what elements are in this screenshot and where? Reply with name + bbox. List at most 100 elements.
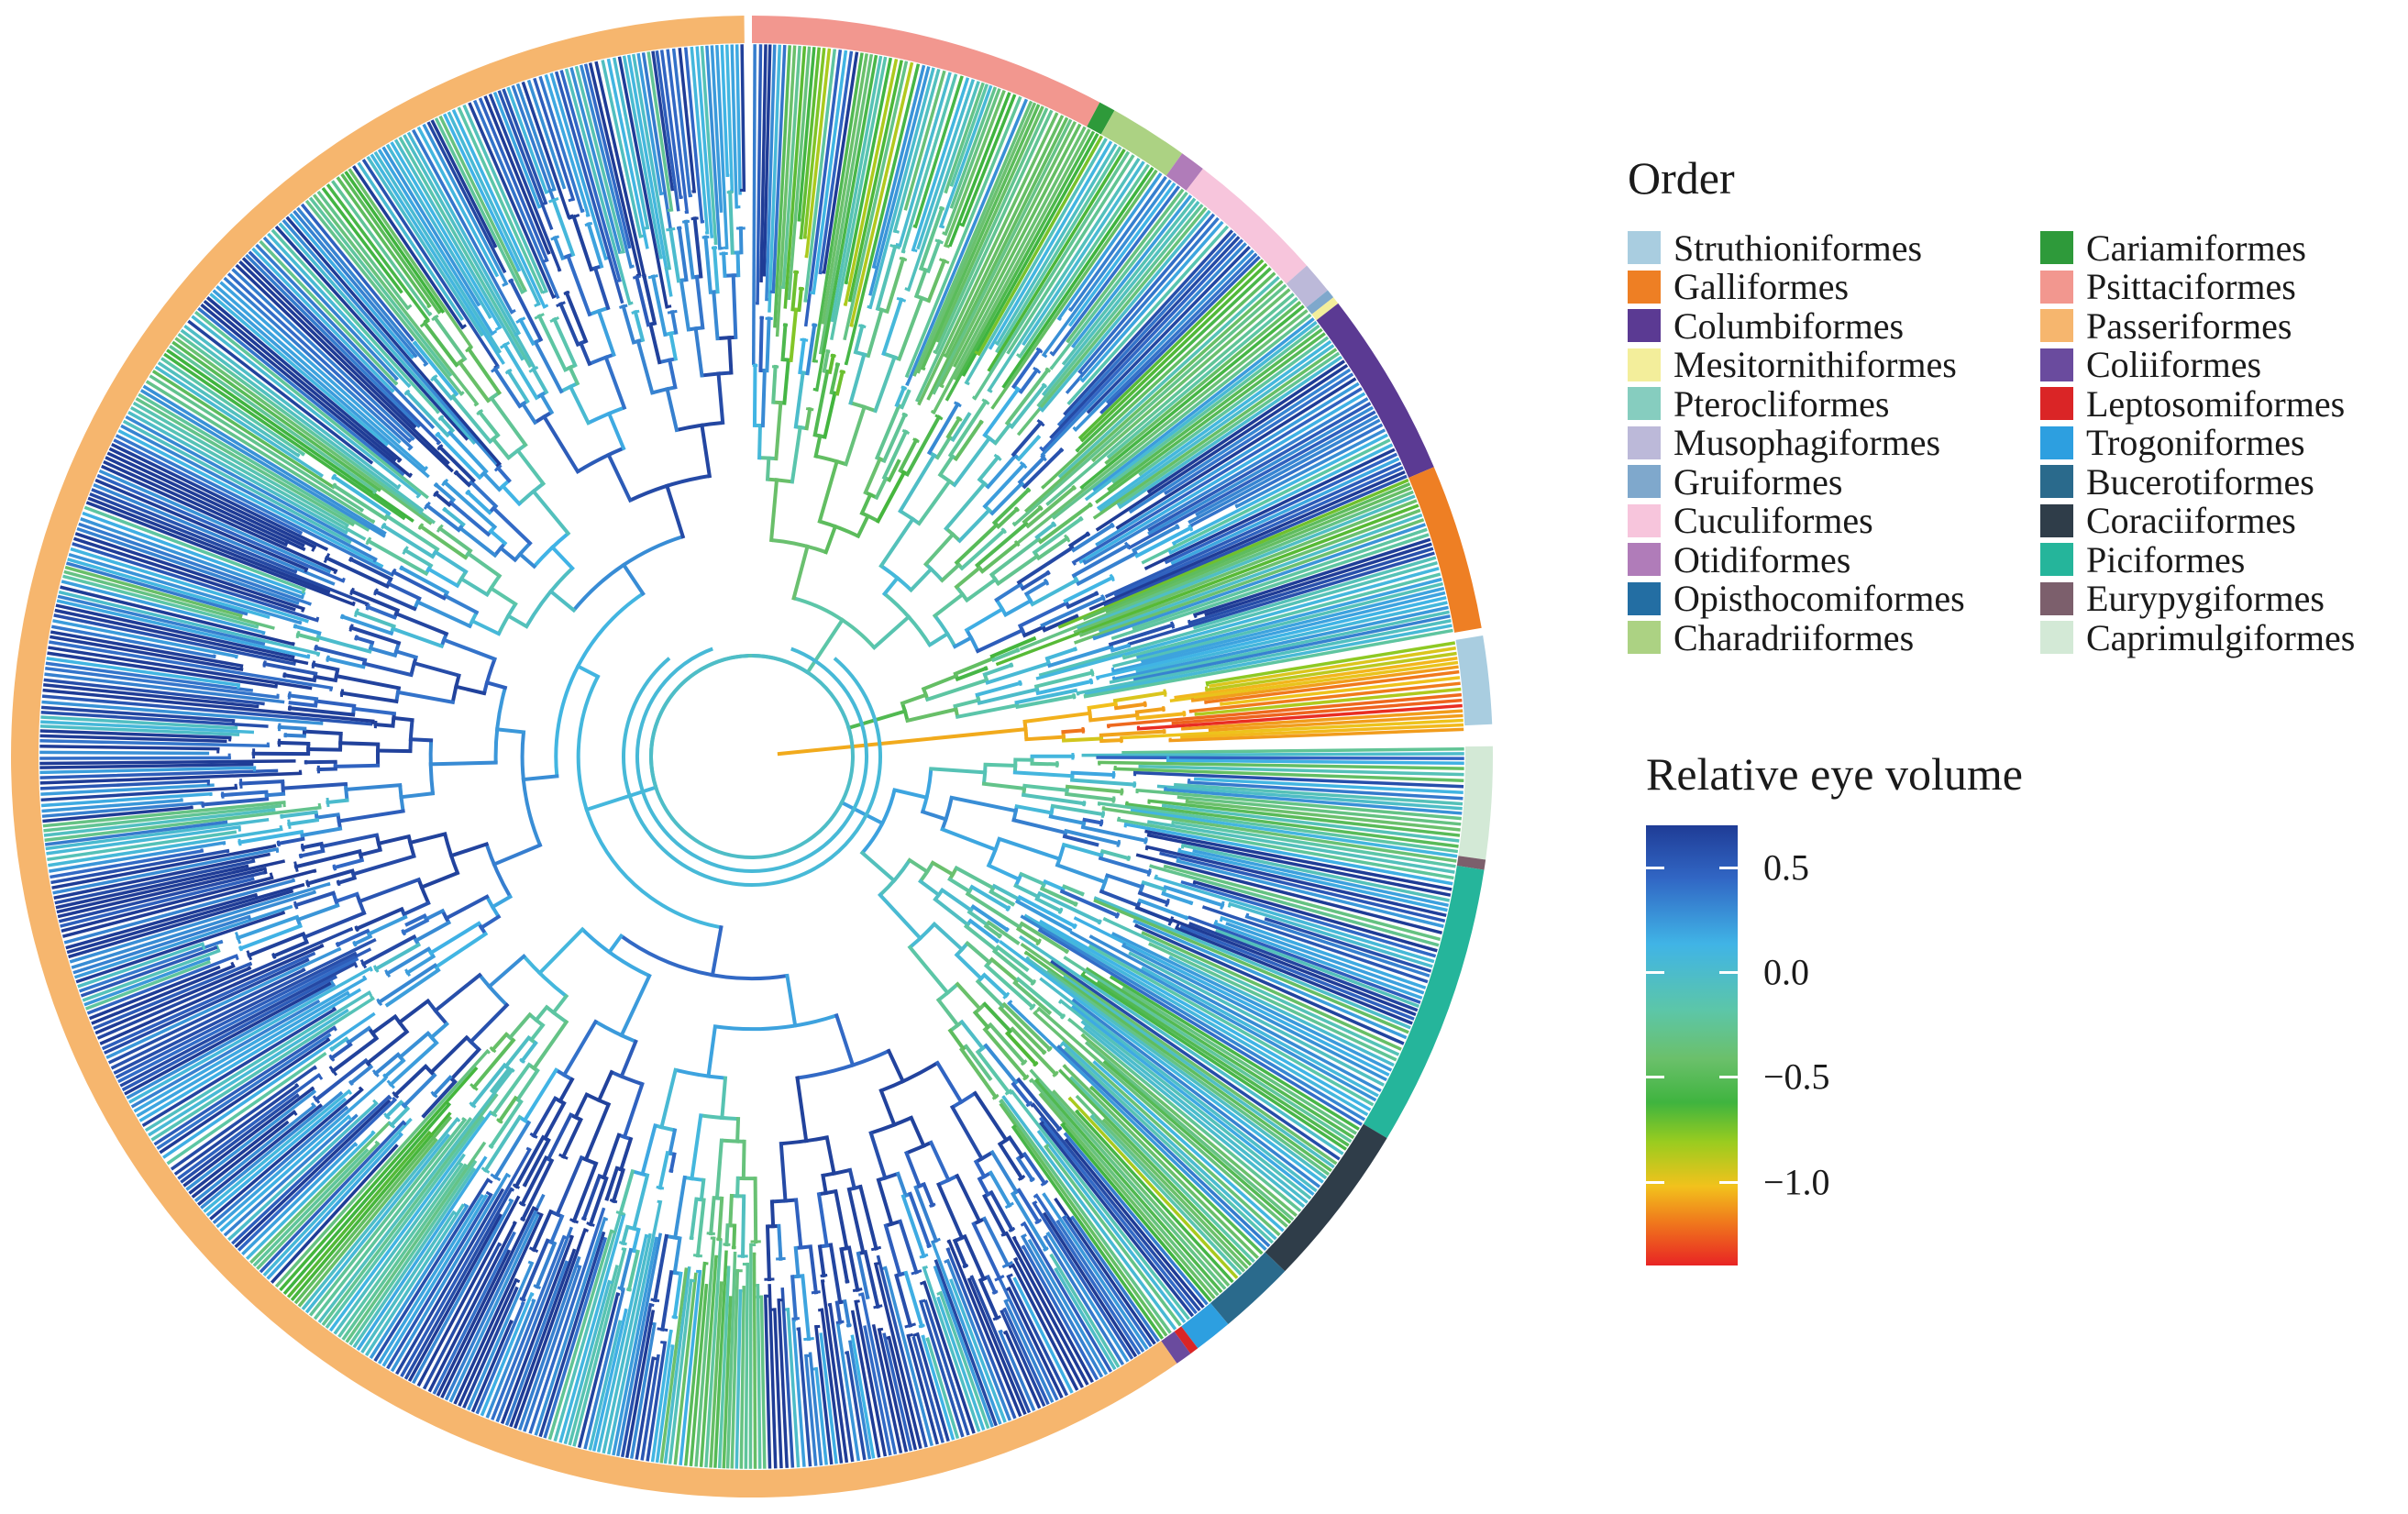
tree-branch	[1063, 575, 1115, 603]
tree-branch	[944, 481, 988, 532]
tree-branch	[529, 1132, 538, 1139]
tree-branch	[336, 879, 341, 887]
tree-branch	[1087, 707, 1093, 721]
tree-branch	[1132, 527, 1428, 631]
legend-swatch	[1628, 309, 1661, 343]
tree-branch	[714, 1138, 724, 1200]
tree-branch	[580, 1216, 587, 1221]
tree-branch	[1079, 304, 1305, 490]
tree-branch	[938, 1290, 990, 1430]
tree-branch	[435, 431, 482, 481]
tree-branch	[883, 591, 932, 646]
tree-branch	[1020, 1234, 1104, 1378]
tree-branch	[635, 1356, 656, 1460]
tree-branch	[1023, 280, 1284, 514]
tree-branch	[1062, 884, 1085, 897]
tree-branch	[1187, 547, 1434, 625]
tree-branch	[1064, 948, 1069, 955]
tree-branch	[915, 1332, 950, 1442]
tree-branch	[818, 50, 854, 275]
tree-branch	[1066, 188, 1185, 344]
tree-branch	[98, 469, 332, 574]
tree-branch	[1088, 502, 1093, 508]
tree-branch	[160, 357, 306, 457]
tree-branch	[935, 997, 961, 1028]
tree-branch	[40, 783, 215, 796]
legend-item: Coraciiformes	[2040, 500, 2370, 541]
tree-branch	[62, 574, 260, 629]
tree-branch	[1146, 833, 1452, 897]
tree-branch	[42, 805, 193, 823]
tree-branch	[171, 340, 381, 492]
tree-branch	[765, 1224, 771, 1282]
tree-branch	[1161, 706, 1165, 713]
tree-branch	[916, 79, 976, 250]
tree-branch	[596, 308, 616, 358]
tree-branch	[1146, 820, 1455, 874]
tree-branch	[1073, 916, 1390, 1077]
tree-branch	[703, 235, 713, 294]
tree-branch	[969, 884, 1011, 912]
tree-branch	[366, 914, 408, 937]
tree-branch	[821, 1173, 828, 1196]
tree-branch	[1040, 1179, 1049, 1187]
tree-branch	[823, 524, 838, 555]
tree-branch	[106, 451, 305, 547]
tree-branch	[41, 700, 324, 725]
tree-branch	[1012, 283, 1287, 527]
tree-branch	[804, 406, 812, 431]
tree-branch	[357, 877, 422, 904]
tree-branch	[354, 635, 375, 646]
tree-branch	[930, 860, 955, 878]
tree-branch	[41, 801, 204, 818]
tree-branch	[402, 1072, 437, 1109]
tree-branch	[1009, 382, 1047, 430]
tree-branch	[65, 892, 259, 950]
tree-branch	[705, 45, 722, 250]
tree-branch	[433, 482, 439, 488]
tree-branch	[883, 1223, 902, 1277]
tree-branch	[847, 1167, 857, 1191]
legend-label: Passeriformes	[2086, 304, 2292, 347]
tree-branch	[646, 1341, 668, 1462]
tree-branch	[351, 706, 397, 716]
tree-branch	[157, 361, 301, 458]
tree-branch	[287, 818, 320, 827]
tree-branch	[55, 603, 295, 659]
tree-branch	[803, 50, 843, 327]
tree-branch	[302, 911, 367, 940]
tree-branch	[955, 981, 983, 1011]
tree-branch	[377, 149, 495, 337]
tree-branch	[657, 1150, 670, 1190]
tree-branch	[440, 1206, 536, 1398]
tree-branch	[693, 326, 704, 378]
tree-branch	[333, 763, 381, 768]
tree-branch	[1033, 366, 1042, 374]
tree-branch	[191, 1120, 290, 1199]
tree-branch	[1080, 972, 1347, 1151]
tree-branch	[40, 715, 238, 730]
tree-branch	[321, 1092, 499, 1327]
tree-branch	[657, 1327, 668, 1332]
tree-branch	[408, 737, 434, 743]
tree-branch	[1164, 452, 1398, 565]
tree-branch	[1035, 435, 1041, 440]
tree-branch	[842, 1299, 852, 1328]
tree-branch	[1163, 864, 1441, 942]
tree-branch	[929, 767, 988, 775]
tree-branch	[839, 1246, 850, 1284]
tree-branch	[177, 1072, 322, 1180]
tree-branch	[547, 196, 559, 204]
tree-branch	[1007, 1286, 1064, 1399]
tree-branch	[1192, 556, 1437, 630]
legend-swatch	[1628, 621, 1661, 655]
tree-branch	[1168, 956, 1395, 1067]
tree-branch	[790, 270, 799, 312]
tree-branch	[829, 362, 840, 395]
tree-branch	[1128, 951, 1385, 1087]
tree-branch	[906, 81, 980, 293]
tree-branch	[382, 1057, 406, 1079]
tree-branch	[760, 369, 767, 428]
tree-branch	[56, 599, 311, 659]
